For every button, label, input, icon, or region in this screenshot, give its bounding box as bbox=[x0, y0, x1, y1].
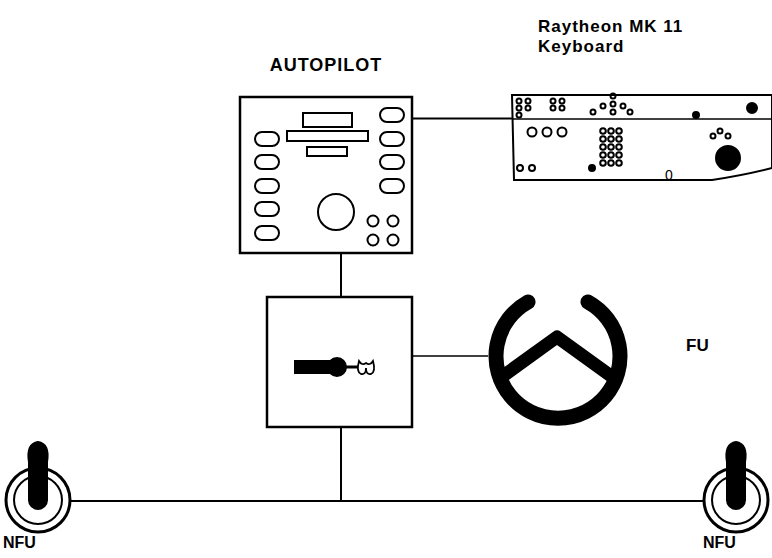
autopilot-panel bbox=[240, 97, 412, 253]
keypad-keys bbox=[600, 128, 622, 166]
keypad-key bbox=[608, 136, 614, 142]
nfu-lever-node: NFU bbox=[6, 440, 70, 533]
nfu-lever bbox=[6, 442, 70, 532]
keyboard-node: Raytheon MK 11 Keyboard0 bbox=[512, 95, 772, 180]
keypad-key bbox=[600, 136, 606, 142]
keypad-key bbox=[608, 152, 614, 158]
steering-wheel-node: FU bbox=[488, 290, 628, 426]
steering-wheel bbox=[496, 302, 620, 418]
keypad-key bbox=[616, 152, 622, 158]
node-label: NFU bbox=[3, 534, 36, 552]
keypad-key bbox=[616, 160, 622, 166]
nfu-lever bbox=[704, 442, 768, 532]
wiring bbox=[70, 253, 704, 501]
keypad-key bbox=[600, 160, 606, 166]
node-label: Raytheon MK 11 Keyboard bbox=[538, 17, 728, 56]
node-label: FU bbox=[686, 336, 709, 356]
connector-wire bbox=[412, 118, 512, 120]
mode-selector-box bbox=[267, 297, 412, 427]
keypad-key bbox=[616, 144, 622, 150]
keypad-key bbox=[608, 160, 614, 166]
keypad-key bbox=[616, 136, 622, 142]
keypad-key bbox=[600, 128, 606, 134]
node-label: NFU bbox=[703, 534, 736, 552]
keypad-key bbox=[608, 144, 614, 150]
key-legend: 0 bbox=[665, 167, 673, 183]
keypad-key bbox=[616, 128, 622, 134]
node-label: AUTOPILOT bbox=[270, 55, 383, 76]
keypad-key bbox=[600, 152, 606, 158]
keypad-key bbox=[600, 144, 606, 150]
keypad-key bbox=[608, 128, 614, 134]
keyboard-illustration bbox=[512, 94, 772, 181]
nfu-lever-node: NFU bbox=[704, 440, 768, 533]
autopilot-panel-node: AUTOPILOT bbox=[240, 97, 412, 253]
